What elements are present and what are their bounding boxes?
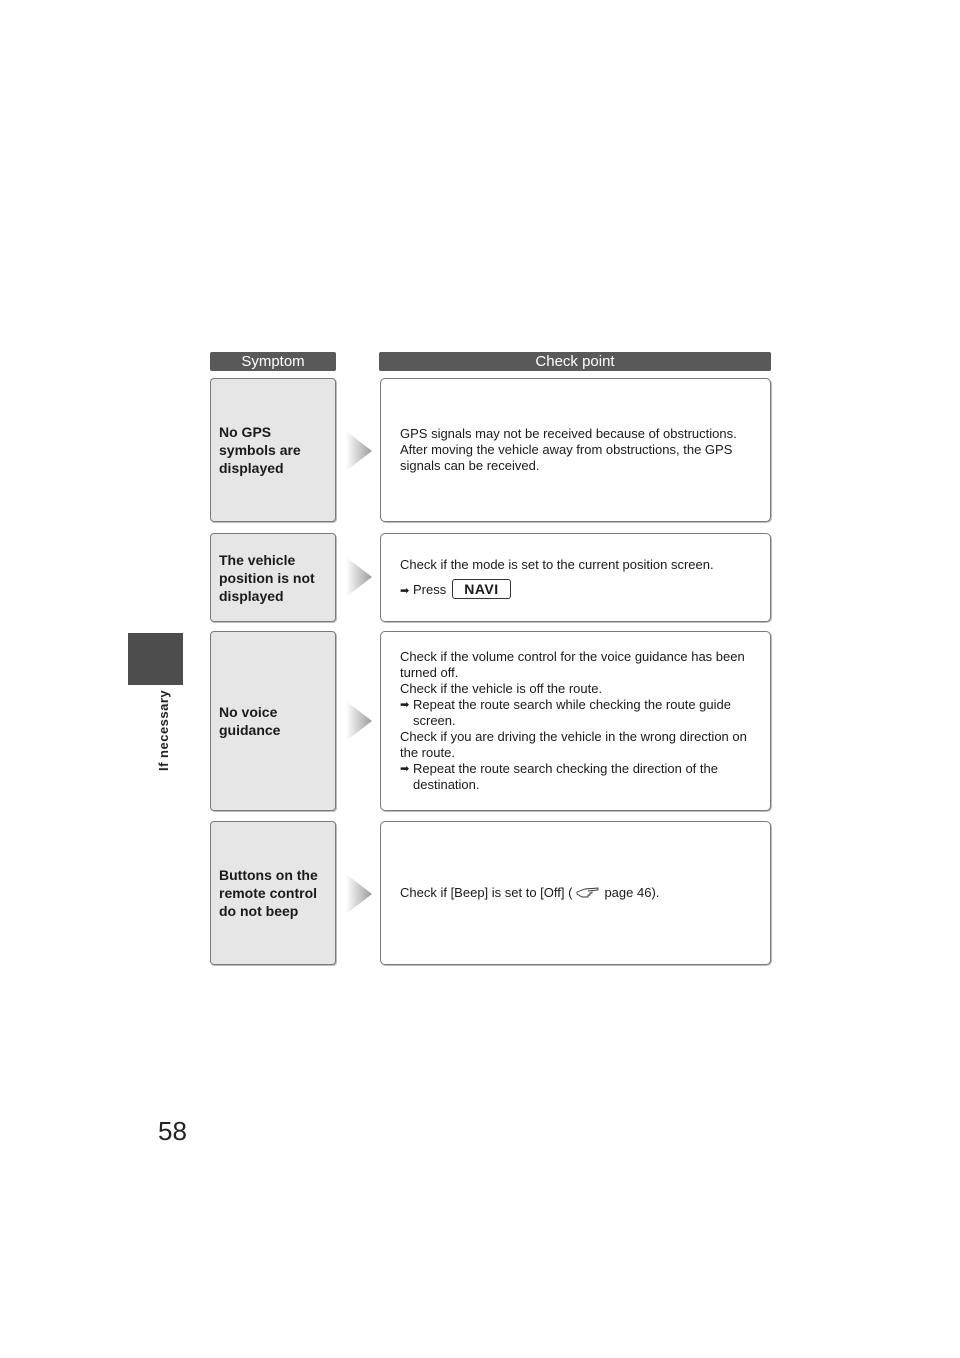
symptom-cell: No voice guidance — [210, 631, 336, 811]
symptom-text: Buttons on the remote control do not bee… — [219, 867, 318, 919]
press-instruction: ➡Press NAVI — [400, 578, 714, 599]
section-tab — [128, 633, 183, 685]
page-reference[interactable]: page 46). — [604, 885, 660, 900]
check-content: Check if the volume control for the voic… — [381, 649, 770, 793]
check-line: Check if the volume control for the voic… — [400, 649, 745, 680]
check-line: Check if the vehicle is off the route. — [400, 681, 603, 696]
right-arrow-icon — [346, 874, 372, 914]
symptom-cell: Buttons on the remote control do not bee… — [210, 821, 336, 965]
symptom-text: The vehicle position is not displayed — [219, 551, 315, 604]
page-number: 58 — [158, 1116, 187, 1146]
check-point-header: Check point — [379, 352, 771, 371]
check-content: Check if [Beep] is set to [Off] ( page 4… — [381, 885, 669, 901]
press-text: Press — [413, 581, 447, 597]
arrow-bullet-icon: ➡ — [400, 763, 410, 775]
check-cell: Check if the volume control for the voic… — [380, 631, 771, 811]
check-sub-text: Repeat the route search checking the dir… — [413, 761, 718, 792]
right-arrow-icon — [346, 701, 372, 741]
check-text: Check if [Beep] is set to [Off] ( — [400, 885, 573, 900]
check-cell: Check if the mode is set to the current … — [380, 533, 771, 622]
pointing-hand-icon — [577, 887, 599, 898]
symptom-cell: The vehicle position is not displayed — [210, 533, 336, 622]
right-arrow-icon — [346, 431, 372, 471]
check-line: Check if the mode is set to the current … — [400, 556, 714, 572]
navi-button[interactable]: NAVI — [452, 578, 511, 599]
check-line: Check if you are driving the vehicle in … — [400, 729, 747, 760]
section-label: If necessary — [156, 690, 171, 772]
check-sub-text: Repeat the route search while checking t… — [413, 697, 731, 728]
arrow-bullet-icon: ➡ — [400, 699, 410, 711]
check-sub-item: ➡ Repeat the route search checking the d… — [400, 761, 760, 793]
symptom-text: No voice guidance — [219, 704, 281, 738]
check-content: GPS signals may not be received because … — [381, 426, 765, 474]
symptom-text: No GPS symbols are displayed — [219, 424, 301, 476]
arrow-bullet-icon: ➡ — [400, 584, 410, 597]
right-arrow-icon — [346, 557, 372, 597]
check-content: Check if the mode is set to the current … — [381, 557, 724, 599]
check-sub-item: ➡ Repeat the route search while checking… — [400, 697, 760, 729]
check-cell: GPS signals may not be received because … — [380, 378, 771, 522]
symptom-header: Symptom — [210, 352, 336, 371]
check-cell: Check if [Beep] is set to [Off] ( page 4… — [380, 821, 771, 965]
check-line: GPS signals may not be received because … — [400, 426, 737, 473]
symptom-cell: No GPS symbols are displayed — [210, 378, 336, 522]
